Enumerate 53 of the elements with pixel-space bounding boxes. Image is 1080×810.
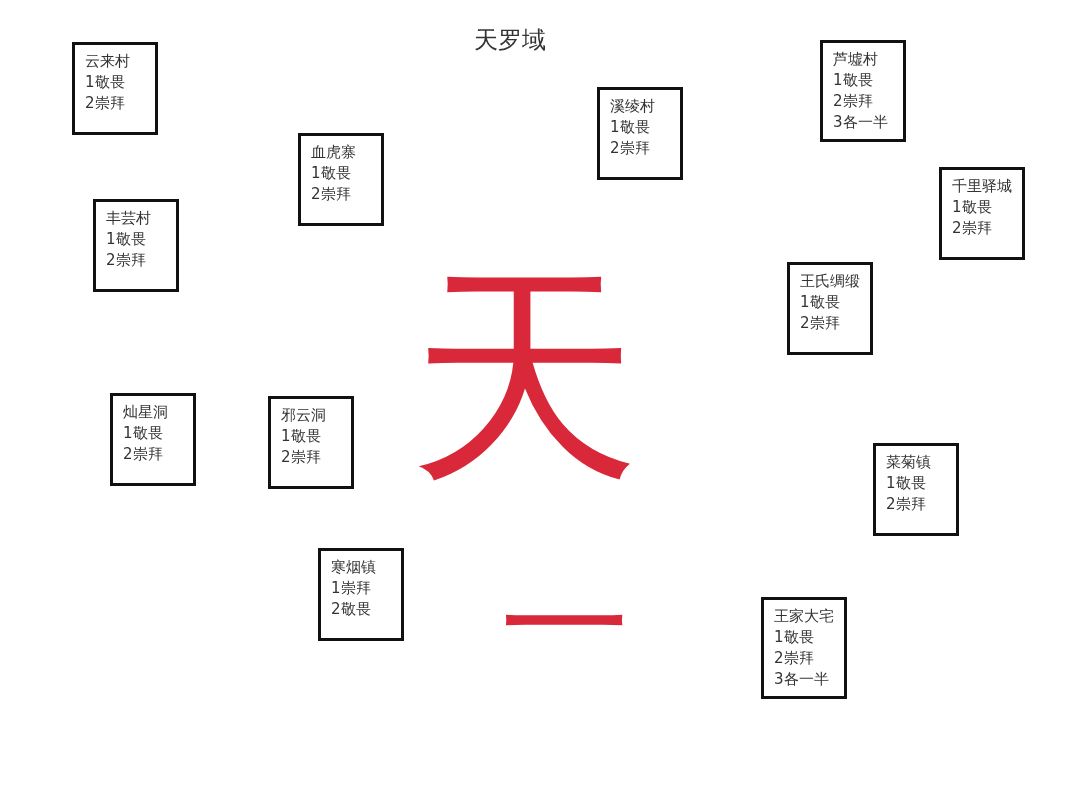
place-name: 丰芸村 xyxy=(106,208,152,229)
place-name: 芦墟村 xyxy=(833,49,879,70)
place-box xyxy=(110,393,196,486)
option-text: 1敬畏 xyxy=(833,70,874,91)
option-text: 1敬畏 xyxy=(886,473,927,494)
option-text: 2崇拜 xyxy=(106,250,147,271)
place-name: 菜菊镇 xyxy=(886,452,932,473)
option-text: 2崇拜 xyxy=(800,313,841,334)
place-name: 千里驿城 xyxy=(952,176,1013,197)
option-text: 2崇拜 xyxy=(610,138,651,159)
option-text: 1敬畏 xyxy=(85,72,126,93)
option-text: 2崇拜 xyxy=(281,447,322,468)
place-name: 邪云洞 xyxy=(281,405,327,426)
place-name: 血虎寨 xyxy=(311,142,357,163)
option-text: 2崇拜 xyxy=(123,444,164,465)
place-box xyxy=(597,87,683,180)
option-text: 2崇拜 xyxy=(833,91,874,112)
handwritten-character: 一 xyxy=(500,560,630,690)
option-text: 2崇拜 xyxy=(886,494,927,515)
place-box xyxy=(298,133,384,226)
option-text: 1敬畏 xyxy=(800,292,841,313)
option-text: 1崇拜 xyxy=(331,578,372,599)
place-box xyxy=(873,443,959,536)
option-text: 2崇拜 xyxy=(311,184,352,205)
handwritten-character: 天 xyxy=(410,262,640,492)
place-box xyxy=(318,548,404,641)
option-text: 1敬畏 xyxy=(774,627,815,648)
option-text: 3各一半 xyxy=(774,669,830,690)
place-name: 王氏绸缎 xyxy=(800,271,861,292)
place-box xyxy=(72,42,158,135)
option-text: 1敬畏 xyxy=(610,117,651,138)
place-box xyxy=(787,262,873,355)
place-box xyxy=(939,167,1025,260)
option-text: 1敬畏 xyxy=(311,163,352,184)
option-text: 2崇拜 xyxy=(85,93,126,114)
place-box xyxy=(93,199,179,292)
option-text: 2崇拜 xyxy=(774,648,815,669)
place-name: 溪绫村 xyxy=(610,96,656,117)
place-name: 王家大宅 xyxy=(774,606,835,627)
option-text: 1敬畏 xyxy=(106,229,147,250)
option-text: 3各一半 xyxy=(833,112,889,133)
option-text: 1敬畏 xyxy=(123,423,164,444)
option-text: 1敬畏 xyxy=(281,426,322,447)
place-box xyxy=(268,396,354,489)
option-text: 2敬畏 xyxy=(331,599,372,620)
place-name: 灿星洞 xyxy=(123,402,169,423)
option-text: 2崇拜 xyxy=(952,218,993,239)
place-box xyxy=(761,597,847,699)
place-box xyxy=(820,40,906,142)
option-text: 1敬畏 xyxy=(952,197,993,218)
place-name: 云来村 xyxy=(85,51,131,72)
diagram-title: 天罗域 xyxy=(473,25,547,56)
place-name: 寒烟镇 xyxy=(331,557,377,578)
